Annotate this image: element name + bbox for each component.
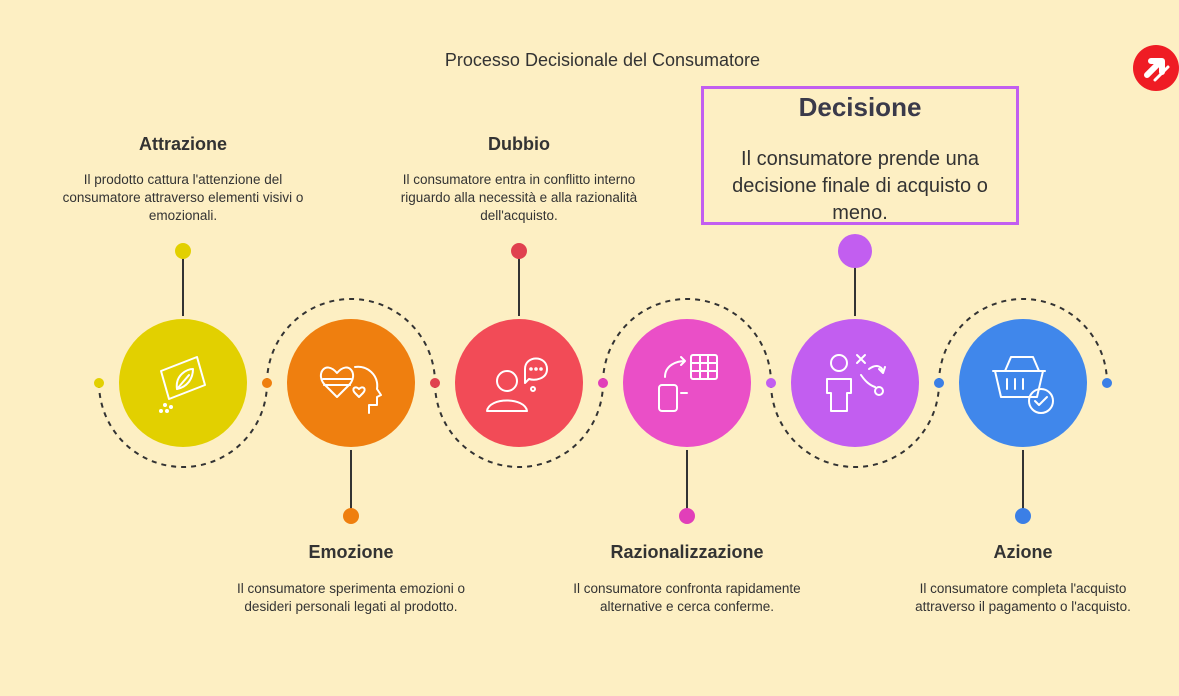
step-title-attrazione: Attrazione — [138, 134, 227, 154]
dashed-ring-azione — [938, 298, 1108, 384]
stem-dot-razionalizzazione — [679, 508, 695, 524]
basket-check-icon — [992, 356, 1054, 414]
step-desc-razionalizzazione: Il consumatore confronta rapidamente alt… — [573, 581, 801, 614]
sign-leaf-icon — [159, 356, 206, 413]
stem-dot-azione — [1015, 508, 1031, 524]
ring-dot-left-razionalizzazione — [598, 378, 608, 388]
stem-dot-dubbio — [511, 243, 527, 259]
strategy-person-icon — [826, 354, 886, 412]
step-circle-dubbio — [455, 319, 583, 447]
stem-dot-emozione — [343, 508, 359, 524]
dashed-ring-decisione — [770, 382, 940, 468]
stem-dot-attrazione — [175, 243, 191, 259]
brand-logo-icon — [1133, 45, 1179, 91]
step-title-razionalizzazione: Razionalizzazione — [610, 542, 764, 562]
step-title-decisione: Decisione — [798, 92, 922, 122]
ring-dot-left-dubbio — [430, 378, 440, 388]
dashed-ring-razionalizzazione — [602, 298, 772, 384]
dashed-ring-attrazione — [98, 382, 268, 468]
step-title-emozione: Emozione — [308, 542, 394, 562]
step-desc-azione: Il consumatore completa l'acquisto attra… — [915, 581, 1131, 614]
step-circle-razionalizzazione — [623, 319, 751, 447]
step-desc-attrazione: Il prodotto cattura l'attenzione del con… — [62, 172, 304, 223]
person-thinking-icon — [486, 357, 548, 412]
dashed-ring-emozione — [266, 298, 436, 384]
ring-dot-right-azione — [1102, 378, 1112, 388]
step-desc-emozione: Il consumatore sperimenta emozioni o des… — [236, 581, 466, 614]
step-circle-decisione — [791, 319, 919, 447]
ring-dot-left-attrazione — [94, 378, 104, 388]
step-title-azione: Azione — [993, 542, 1053, 562]
step-desc-decisione: Il consumatore prende una decisione fina… — [732, 148, 988, 224]
step-title-dubbio: Dubbio — [488, 134, 550, 154]
dashed-ring-dubbio — [434, 382, 604, 468]
ring-dot-left-decisione — [766, 378, 776, 388]
stem-dot-decisione — [838, 234, 872, 268]
compare-devices-icon — [658, 354, 718, 412]
step-desc-dubbio: Il consumatore entra in conflitto intern… — [400, 172, 638, 223]
ring-dot-left-emozione — [262, 378, 272, 388]
page-title: Processo Decisionale del Consumatore — [444, 50, 761, 70]
highlight-box-decisione: Decisione Il consumatore prende una deci… — [701, 86, 1019, 225]
heart-head-icon — [319, 365, 382, 414]
ring-dot-left-azione — [934, 378, 944, 388]
